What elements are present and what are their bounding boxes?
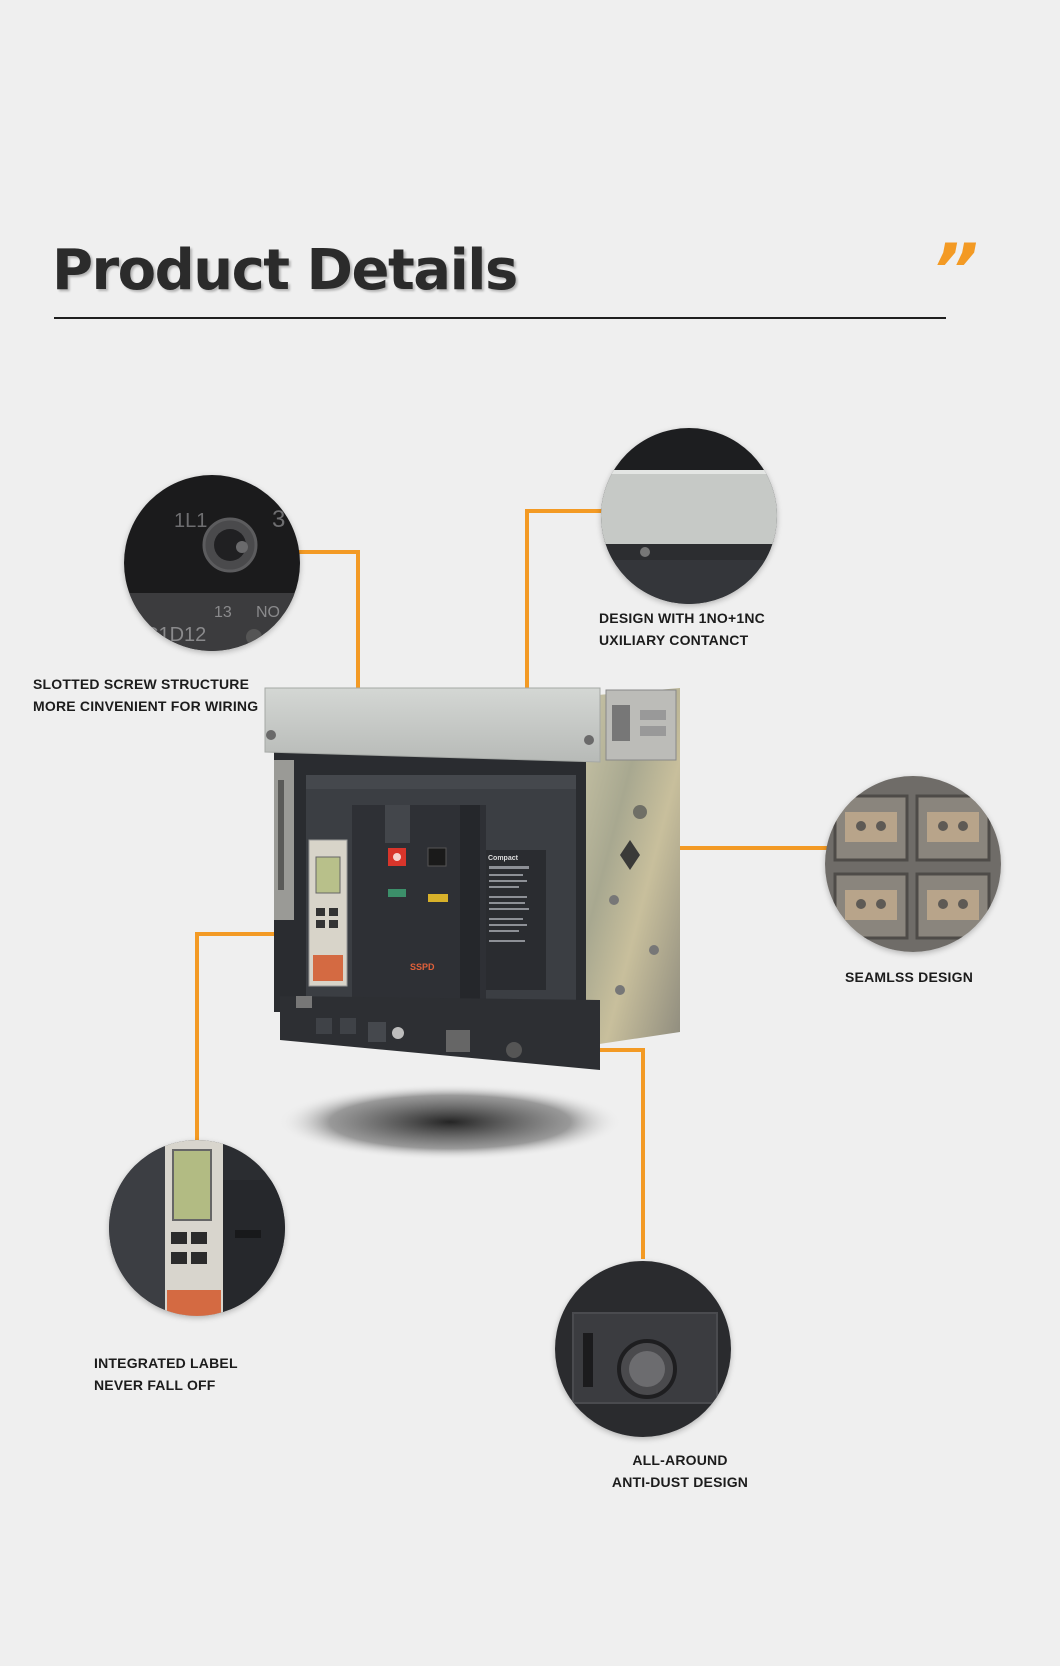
detail-circle-dust xyxy=(555,1261,731,1437)
caption-seamless-line1: SEAMLSS DESIGN xyxy=(845,969,974,985)
contact-type: NO xyxy=(256,604,280,621)
page-title: Product Details xyxy=(52,238,518,303)
anti-dust-knob xyxy=(506,1042,522,1058)
side-plate-screw xyxy=(633,805,647,819)
caption-screw: SLOTTED SCREW STRUCTURE MORE CINVENIENT … xyxy=(33,673,259,717)
caption-dust-line2: ANTI-DUST DESIGN xyxy=(611,1474,749,1490)
title-divider xyxy=(54,317,946,319)
control-display xyxy=(315,856,341,894)
svg-text:Compact: Compact xyxy=(488,855,519,862)
brand-logo: SSPD xyxy=(410,962,435,972)
cover-screw-icon xyxy=(640,547,650,557)
detail-circle-label xyxy=(109,1140,285,1316)
terminal-label: 1L1 xyxy=(174,510,207,532)
leader-line-contact xyxy=(525,509,606,717)
caption-screw-line2: MORE CINVENIENT FOR WIRING xyxy=(33,698,259,714)
leader-line-screw xyxy=(298,550,360,726)
status-indicator-yellow xyxy=(428,894,448,902)
breaker-top-cover xyxy=(264,687,601,763)
caption-label-line1: INTEGRATED LABEL xyxy=(94,1355,238,1371)
caption-contact: DESIGN WITH 1NO+1NC UXILIARY CONTANCT xyxy=(599,607,765,651)
quote-mark-icon: ” xyxy=(932,228,979,312)
side-plate-cutout xyxy=(620,840,640,870)
control-unit-label xyxy=(313,955,343,981)
caption-dust-line1: ALL-AROUND xyxy=(632,1452,728,1468)
caption-dust: ALL-AROUND ANTI-DUST DESIGN xyxy=(600,1449,760,1493)
terminal-digit: 3 xyxy=(272,506,285,533)
status-indicator-green xyxy=(388,889,406,897)
product-shadow xyxy=(278,1084,622,1160)
caption-label: INTEGRATED LABEL NEVER FALL OFF xyxy=(94,1352,238,1396)
contact-number: 13 xyxy=(214,604,232,621)
caption-contact-line1: DESIGN WITH 1NO+1NC xyxy=(599,610,765,626)
detail-circle-contact xyxy=(601,428,777,604)
label-display xyxy=(172,1149,212,1221)
on-push-button xyxy=(427,847,447,867)
breaker-side-plate xyxy=(586,688,680,1046)
caption-label-line2: NEVER FALL OFF xyxy=(94,1377,216,1393)
detail-circle-screw: 1L1 3 13 NO C1D12 xyxy=(124,475,300,651)
caption-seamless: SEAMLSS DESIGN xyxy=(845,966,973,988)
caption-screw-line1: SLOTTED SCREW STRUCTURE xyxy=(33,676,250,692)
detail-circle-seamless xyxy=(825,776,1001,952)
integrated-label-sticker xyxy=(167,1290,221,1316)
caption-contact-line2: UXILIARY CONTANCT xyxy=(599,632,749,648)
